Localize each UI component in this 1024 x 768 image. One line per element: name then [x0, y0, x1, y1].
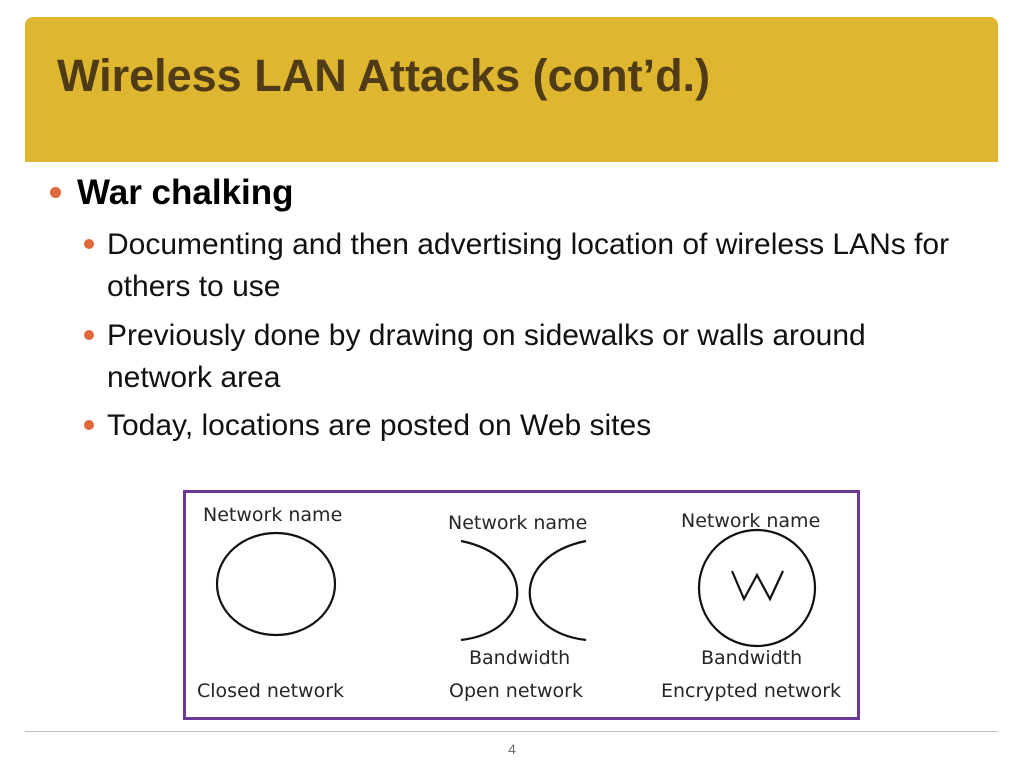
open-network-right-arc-icon: [528, 539, 587, 642]
open-network-left-arc-icon: [460, 539, 519, 642]
encrypted-network-circle-icon: [697, 528, 817, 648]
bullet-text: War chalking: [77, 173, 294, 212]
war-chalking-symbols-figure: Network name Closed network Network name…: [183, 490, 860, 720]
encryption-w-icon: [730, 570, 784, 602]
bullet-dot-icon: [50, 187, 61, 198]
closed-network-caption: Closed network: [197, 680, 345, 702]
open-network-caption: Open network: [449, 680, 583, 702]
encrypted-network-name-label: Network name: [681, 510, 821, 532]
sub-bullet-text: Documenting and then advertising locatio…: [107, 228, 950, 303]
sub-bullet-text: Previously done by drawing on sidewalks …: [107, 319, 866, 394]
sub-bullet-today: Today, locations are posted on Web sites: [80, 405, 980, 447]
title-band: [25, 17, 998, 162]
sub-bullet-dot-icon: [84, 239, 94, 249]
footer-divider: [25, 731, 998, 732]
sub-bullet-dot-icon: [84, 420, 94, 430]
sub-bullet-previously: Previously done by drawing on sidewalks …: [80, 315, 980, 399]
war-chalking-symbols-drawing: [215, 528, 817, 648]
open-network-bandwidth-label: Bandwidth: [469, 647, 571, 669]
slide-title: Wireless LAN Attacks (cont’d.): [57, 50, 711, 101]
page-number: 4: [508, 741, 516, 757]
sub-bullet-dot-icon: [84, 330, 94, 340]
encrypted-network-caption: Encrypted network: [661, 680, 842, 702]
encrypted-network-bandwidth-label: Bandwidth: [701, 647, 803, 669]
closed-network-circle-icon: [215, 531, 337, 637]
closed-network-name-label: Network name: [203, 504, 343, 526]
sub-bullet-text: Today, locations are posted on Web sites: [107, 409, 652, 442]
open-network-name-label: Network name: [448, 512, 588, 534]
sub-bullet-documenting: Documenting and then advertising locatio…: [80, 224, 980, 308]
